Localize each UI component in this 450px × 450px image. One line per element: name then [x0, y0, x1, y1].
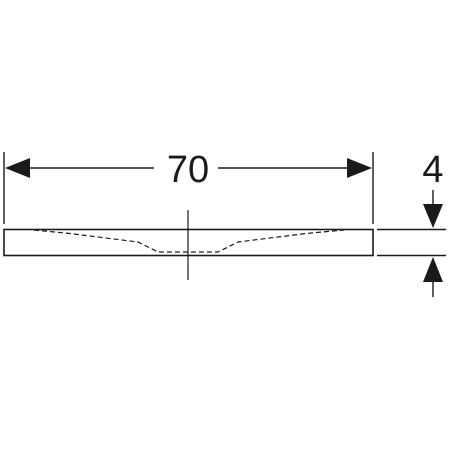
length-dimension-label: 70 — [167, 149, 209, 191]
length-dimension — [3, 152, 374, 224]
hidden-recess-line — [33, 229, 345, 253]
plate — [3, 210, 374, 280]
left-arrowhead — [5, 158, 30, 178]
down-arrowhead — [423, 204, 443, 228]
up-arrowhead — [423, 257, 443, 282]
right-arrowhead — [347, 158, 372, 178]
thickness-dimension — [377, 190, 446, 297]
thickness-dimension-label: 4 — [422, 149, 443, 191]
